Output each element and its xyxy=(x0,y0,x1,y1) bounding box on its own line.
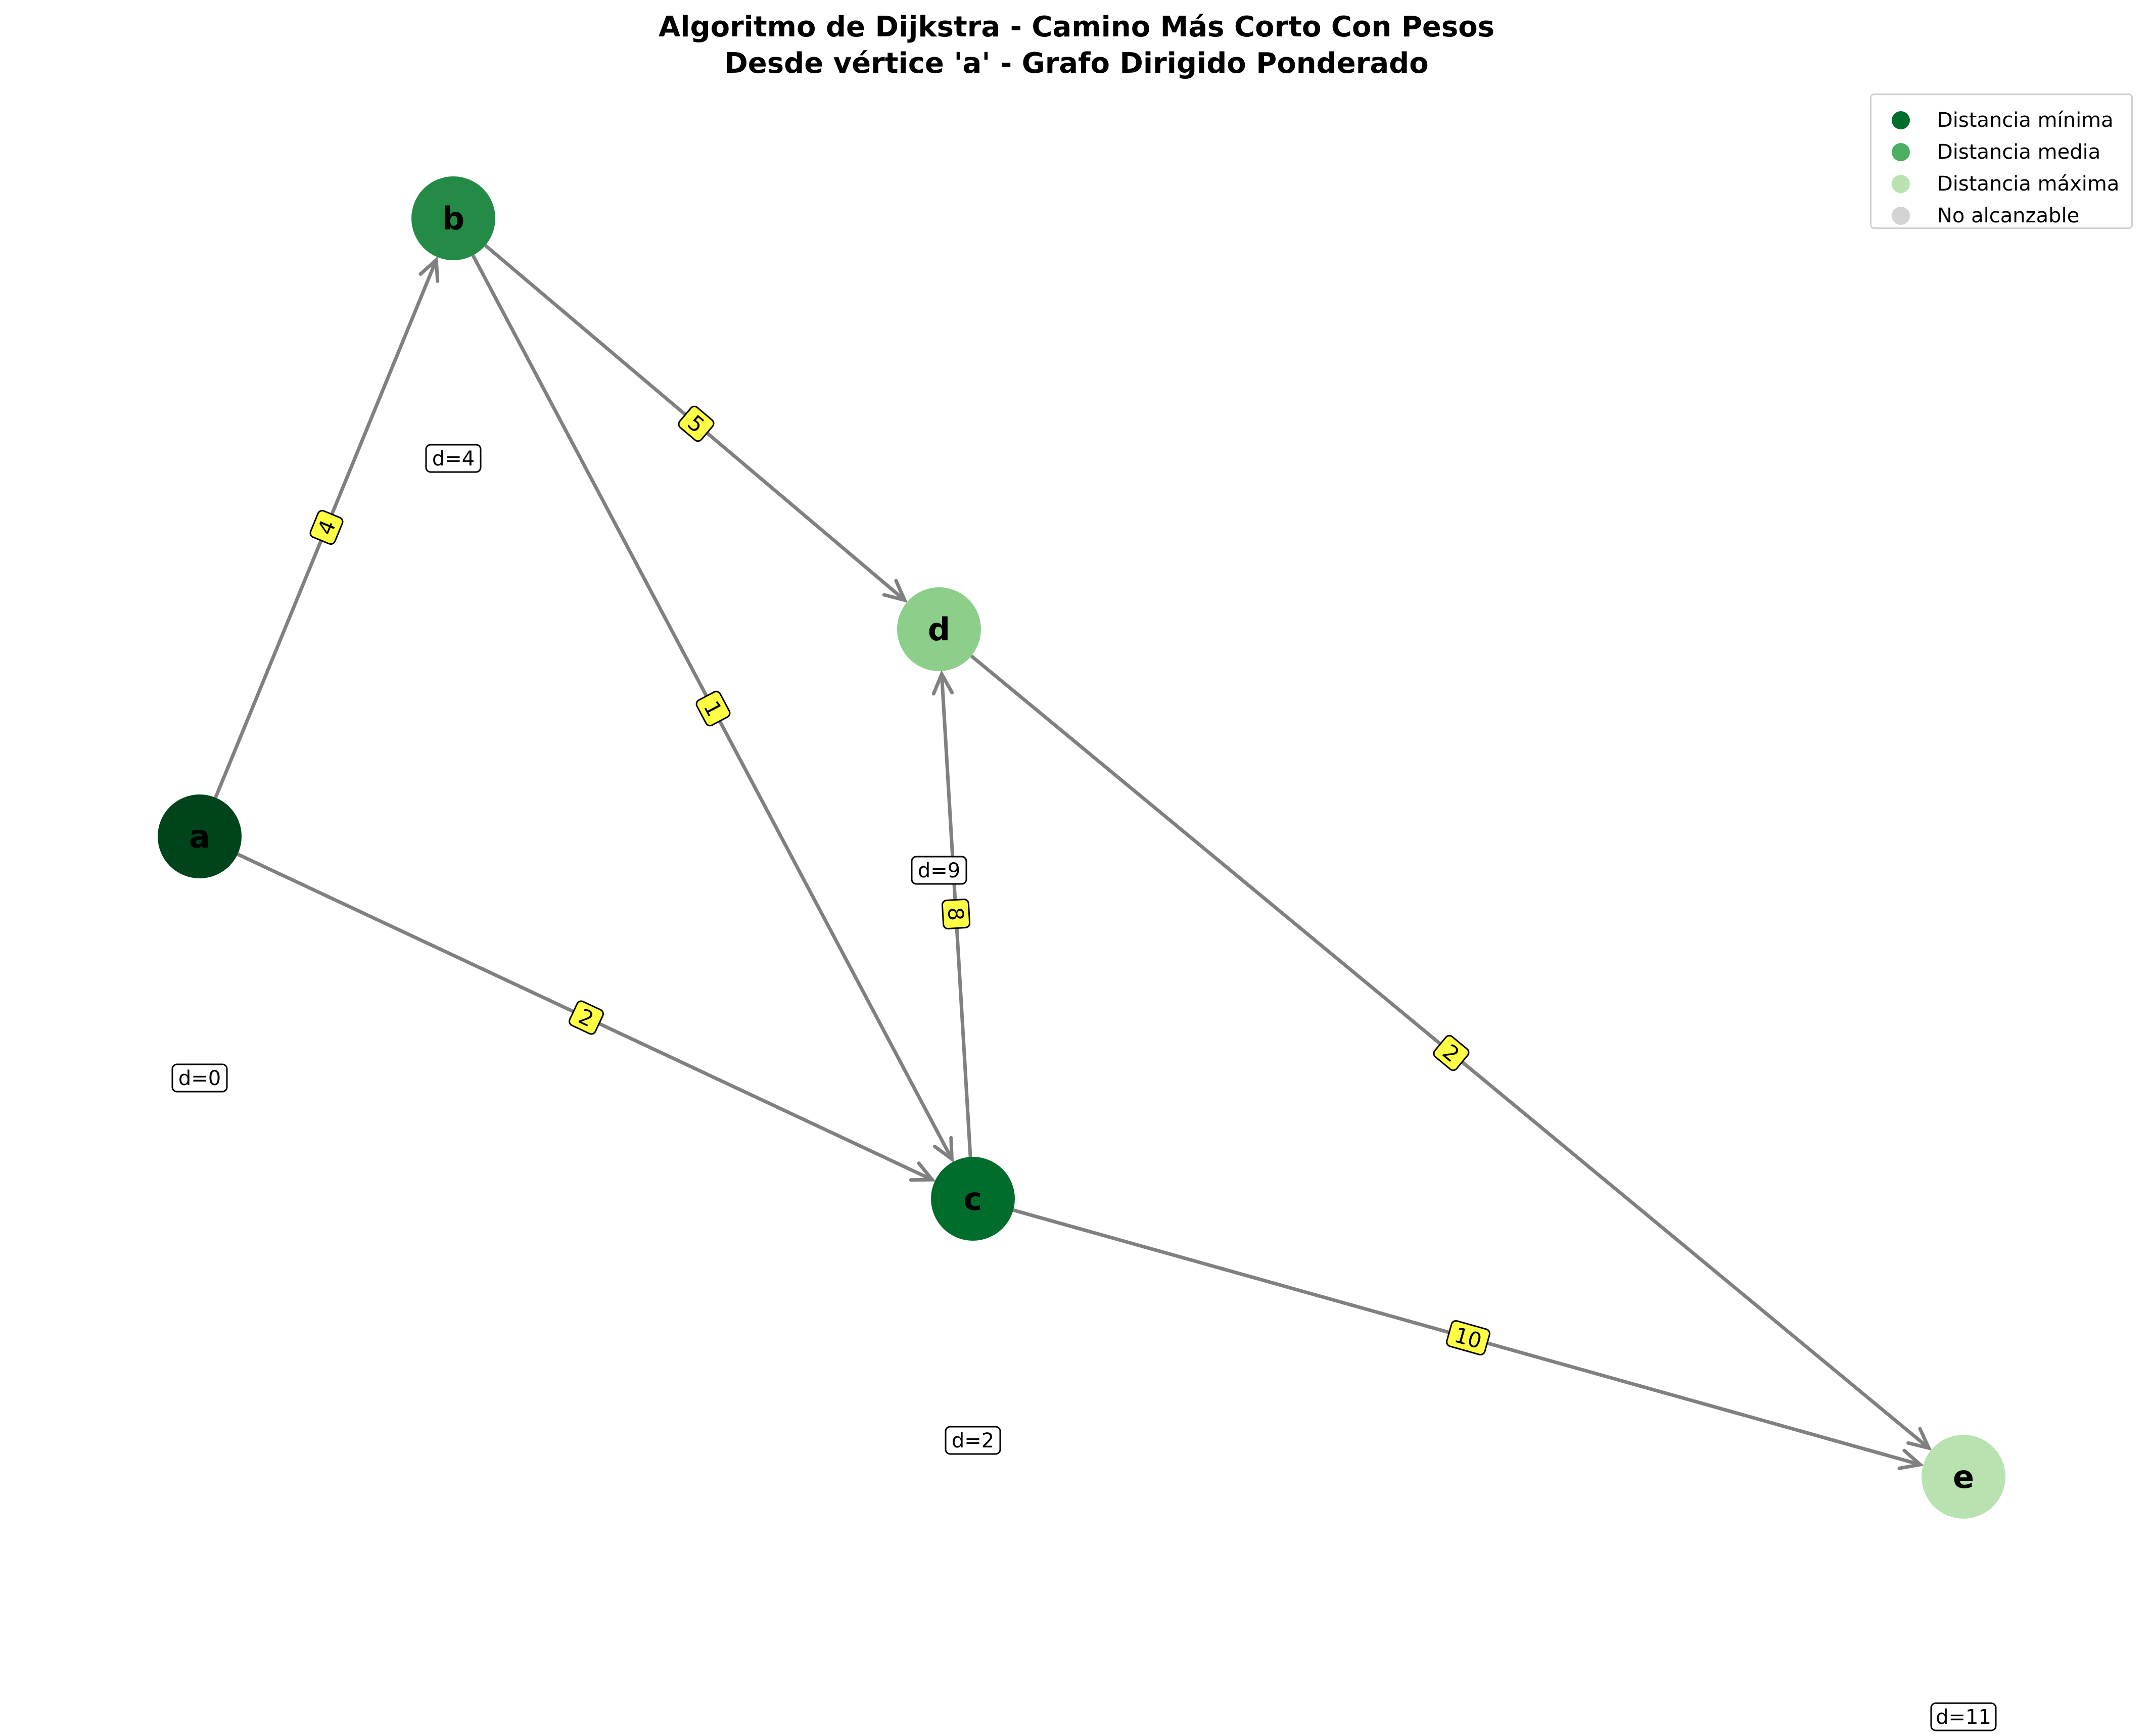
distance-label-box xyxy=(945,1426,1001,1455)
distance-label-e: d=11 xyxy=(1930,1702,1997,1731)
legend-item-max: Distancia máxima xyxy=(1892,169,2119,199)
edge-weight-label: 2 xyxy=(569,1000,604,1035)
edge-arrowhead xyxy=(909,1161,936,1182)
distance-label-box xyxy=(425,444,482,473)
node-label: c xyxy=(964,1181,982,1217)
node-circle xyxy=(931,1157,1015,1241)
legend-item-unreachable: No alcanzable xyxy=(1892,201,2079,231)
distance-label-b: d=4 xyxy=(425,444,482,473)
node-c: c xyxy=(931,1157,1015,1241)
node-circle xyxy=(158,794,242,878)
weight-labels-layer: 4 2 1 5 8 10 2 xyxy=(309,405,1490,1355)
edge-arrowhead xyxy=(882,579,908,603)
edge-arrowhead xyxy=(418,256,440,283)
weight-label-box xyxy=(1446,1320,1490,1355)
node-d: d xyxy=(897,587,981,671)
weight-label-box xyxy=(1433,1035,1470,1071)
title-line-1: Algoritmo de Dijkstra - Camino Más Corto… xyxy=(658,11,1495,43)
weight-label-box xyxy=(941,899,971,929)
edges-layer xyxy=(214,244,1932,1470)
distance-label-text: d=9 xyxy=(918,859,960,882)
edge-weight-label: 8 xyxy=(941,899,971,929)
edge-arrowhead xyxy=(1897,1448,1925,1470)
edge-weight-label: 5 xyxy=(678,405,715,442)
legend: Distancia mínima Distancia media Distanc… xyxy=(1870,93,2133,229)
distance-label-text: d=4 xyxy=(432,447,475,471)
distance-labels-layer: d=0 d=4 d=2 d=9 d=11 xyxy=(171,444,1997,1731)
legend-item-mid: Distancia media xyxy=(1892,137,2100,167)
node-label: b xyxy=(442,200,464,237)
chart-title: Algoritmo de Dijkstra - Camino Más Corto… xyxy=(0,9,2153,82)
edge-weight-label: 2 xyxy=(1433,1035,1470,1071)
weight-label-text: 8 xyxy=(943,907,969,922)
nodes-layer: a b c d e xyxy=(158,176,2005,1519)
distance-label-text: d=11 xyxy=(1936,1706,1991,1729)
node-e: e xyxy=(1922,1435,2005,1519)
distance-label-a: d=0 xyxy=(171,1063,228,1093)
legend-marker xyxy=(1892,111,1910,129)
node-label: d xyxy=(928,611,950,648)
node-b: b xyxy=(411,176,495,260)
weight-label-box xyxy=(309,509,344,545)
distance-label-box xyxy=(911,856,967,885)
legend-marker xyxy=(1892,207,1910,225)
distance-label-box xyxy=(1930,1702,1997,1731)
weight-label-box xyxy=(695,690,731,727)
legend-label: No alcanzable xyxy=(1937,204,2080,227)
distance-label-box xyxy=(171,1063,228,1093)
legend-item-min: Distancia mínima xyxy=(1892,105,2114,135)
weight-label-box xyxy=(678,405,715,442)
weight-label-box xyxy=(569,1000,604,1035)
node-circle xyxy=(1922,1435,2005,1519)
edge-arrowhead xyxy=(931,670,954,696)
node-label: a xyxy=(189,818,210,855)
node-circle xyxy=(897,587,981,671)
node-a: a xyxy=(158,794,242,878)
distance-label-text: d=2 xyxy=(952,1429,994,1452)
edge-weight-label: 1 xyxy=(695,690,731,727)
edge-arrowhead xyxy=(932,1136,954,1163)
legend-marker xyxy=(1892,143,1910,161)
node-circle xyxy=(411,176,495,260)
distance-label-d: d=9 xyxy=(911,856,967,885)
edge-weight-label: 10 xyxy=(1446,1320,1490,1355)
legend-label: Distancia mínima xyxy=(1937,109,2114,132)
legend-label: Distancia media xyxy=(1937,140,2101,164)
distance-label-c: d=2 xyxy=(945,1426,1001,1455)
node-label: e xyxy=(1953,1459,1974,1495)
edge-arrowhead xyxy=(1906,1427,1932,1451)
edge-weight-label: 4 xyxy=(309,509,344,545)
title-line-2: Desde vértice 'a' - Grafo Dirigido Ponde… xyxy=(724,47,1429,80)
legend-label: Distancia máxima xyxy=(1937,172,2120,196)
legend-marker xyxy=(1892,175,1910,193)
distance-label-text: d=0 xyxy=(178,1067,221,1090)
